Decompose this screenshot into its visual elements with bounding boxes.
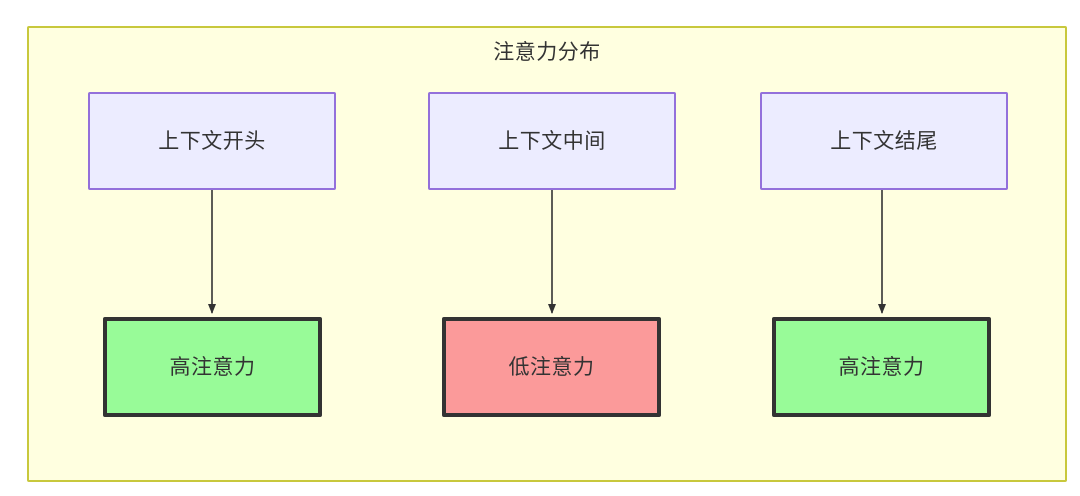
node-label: 上下文中间: [498, 129, 606, 153]
node-label: 低注意力: [508, 355, 595, 379]
node-attention-low-middle[interactable]: 低注意力: [442, 317, 661, 417]
node-attention-high-start[interactable]: 高注意力: [103, 317, 322, 417]
node-context-middle[interactable]: 上下文中间: [428, 92, 676, 190]
node-label: 高注意力: [169, 355, 256, 379]
node-label: 高注意力: [838, 355, 925, 379]
node-attention-high-end[interactable]: 高注意力: [772, 317, 991, 417]
subgraph-title: 注意力分布: [493, 41, 601, 64]
node-label: 上下文开头: [158, 129, 266, 153]
node-label: 上下文结尾: [830, 129, 938, 153]
node-context-end[interactable]: 上下文结尾: [760, 92, 1008, 190]
node-context-start[interactable]: 上下文开头: [88, 92, 336, 190]
